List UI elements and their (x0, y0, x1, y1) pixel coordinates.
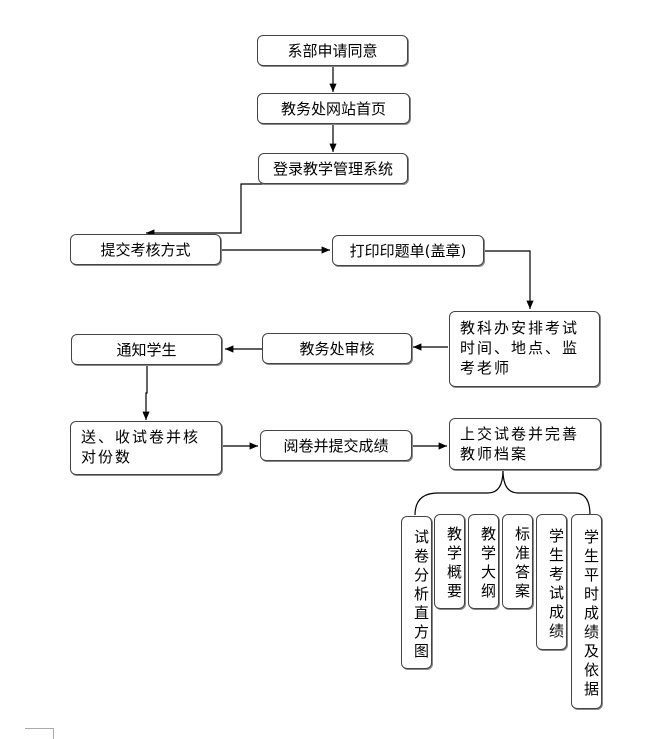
archive-item-syllabus: 教学大纲 (468, 514, 499, 609)
archive-item-histogram: 试卷分析直方图 (401, 516, 432, 669)
node-label: 通知学生 (116, 340, 177, 359)
node-label: 提交考核方式 (100, 240, 191, 259)
node-label: 送、收试卷并核对份数 (81, 428, 201, 466)
archive-item-label: 教学概要 (445, 526, 463, 602)
node-label: 上交试卷并完善教师档案 (460, 425, 580, 463)
node-label: 打印印题单(盖章) (349, 241, 467, 260)
node-dept-approval: 系部申请同意 (257, 35, 408, 66)
node-label: 教务处网站首页 (280, 99, 386, 118)
node-print-exam-sheet: 打印印题单(盖章) (332, 235, 484, 266)
archive-item-label: 教学大纲 (479, 526, 497, 602)
node-deliver-collect-papers: 送、收试卷并核对份数 (70, 421, 222, 475)
brace-archive-items (414, 469, 591, 516)
node-label: 阅卷并提交成绩 (283, 436, 389, 455)
node-submit-papers-archive: 上交试卷并完善教师档案 (449, 418, 601, 470)
node-login-teaching-system: 登录教学管理系统 (258, 153, 408, 184)
archive-item-answer-key: 标准答案 (502, 514, 533, 609)
arrow-print-to-schedule (485, 250, 534, 309)
node-notify-students: 通知学生 (71, 334, 222, 365)
archive-item-label: 学生平时成绩及依据 (582, 528, 600, 700)
node-schedule-exam: 教科办安排考试时间、地点、监考老师 (449, 311, 600, 387)
arrow-login-to-submit (146, 183, 333, 237)
page-corner-mark (25, 728, 54, 739)
node-academic-review: 教务处审核 (262, 333, 412, 364)
node-academic-site-home: 教务处网站首页 (257, 93, 410, 124)
node-label: 教务处审核 (299, 339, 375, 358)
archive-item-label: 标准答案 (513, 526, 531, 602)
node-label: 教科办安排考试时间、地点、监考老师 (460, 319, 580, 377)
node-grade-submit-scores: 阅卷并提交成绩 (260, 430, 412, 461)
node-label: 登录教学管理系统 (272, 159, 393, 178)
node-submit-assessment-method: 提交考核方式 (70, 234, 221, 265)
archive-item-teaching-summary: 教学概要 (434, 514, 465, 609)
archive-item-label: 试卷分析直方图 (412, 528, 430, 662)
archive-item-exam-scores: 学生考试成绩 (536, 514, 567, 650)
archive-item-label: 学生考试成绩 (547, 527, 565, 642)
node-label: 系部申请同意 (287, 41, 378, 60)
arrow-notify-to-deliver (142, 365, 150, 420)
archive-item-regular-scores: 学生平时成绩及依据 (571, 514, 602, 709)
